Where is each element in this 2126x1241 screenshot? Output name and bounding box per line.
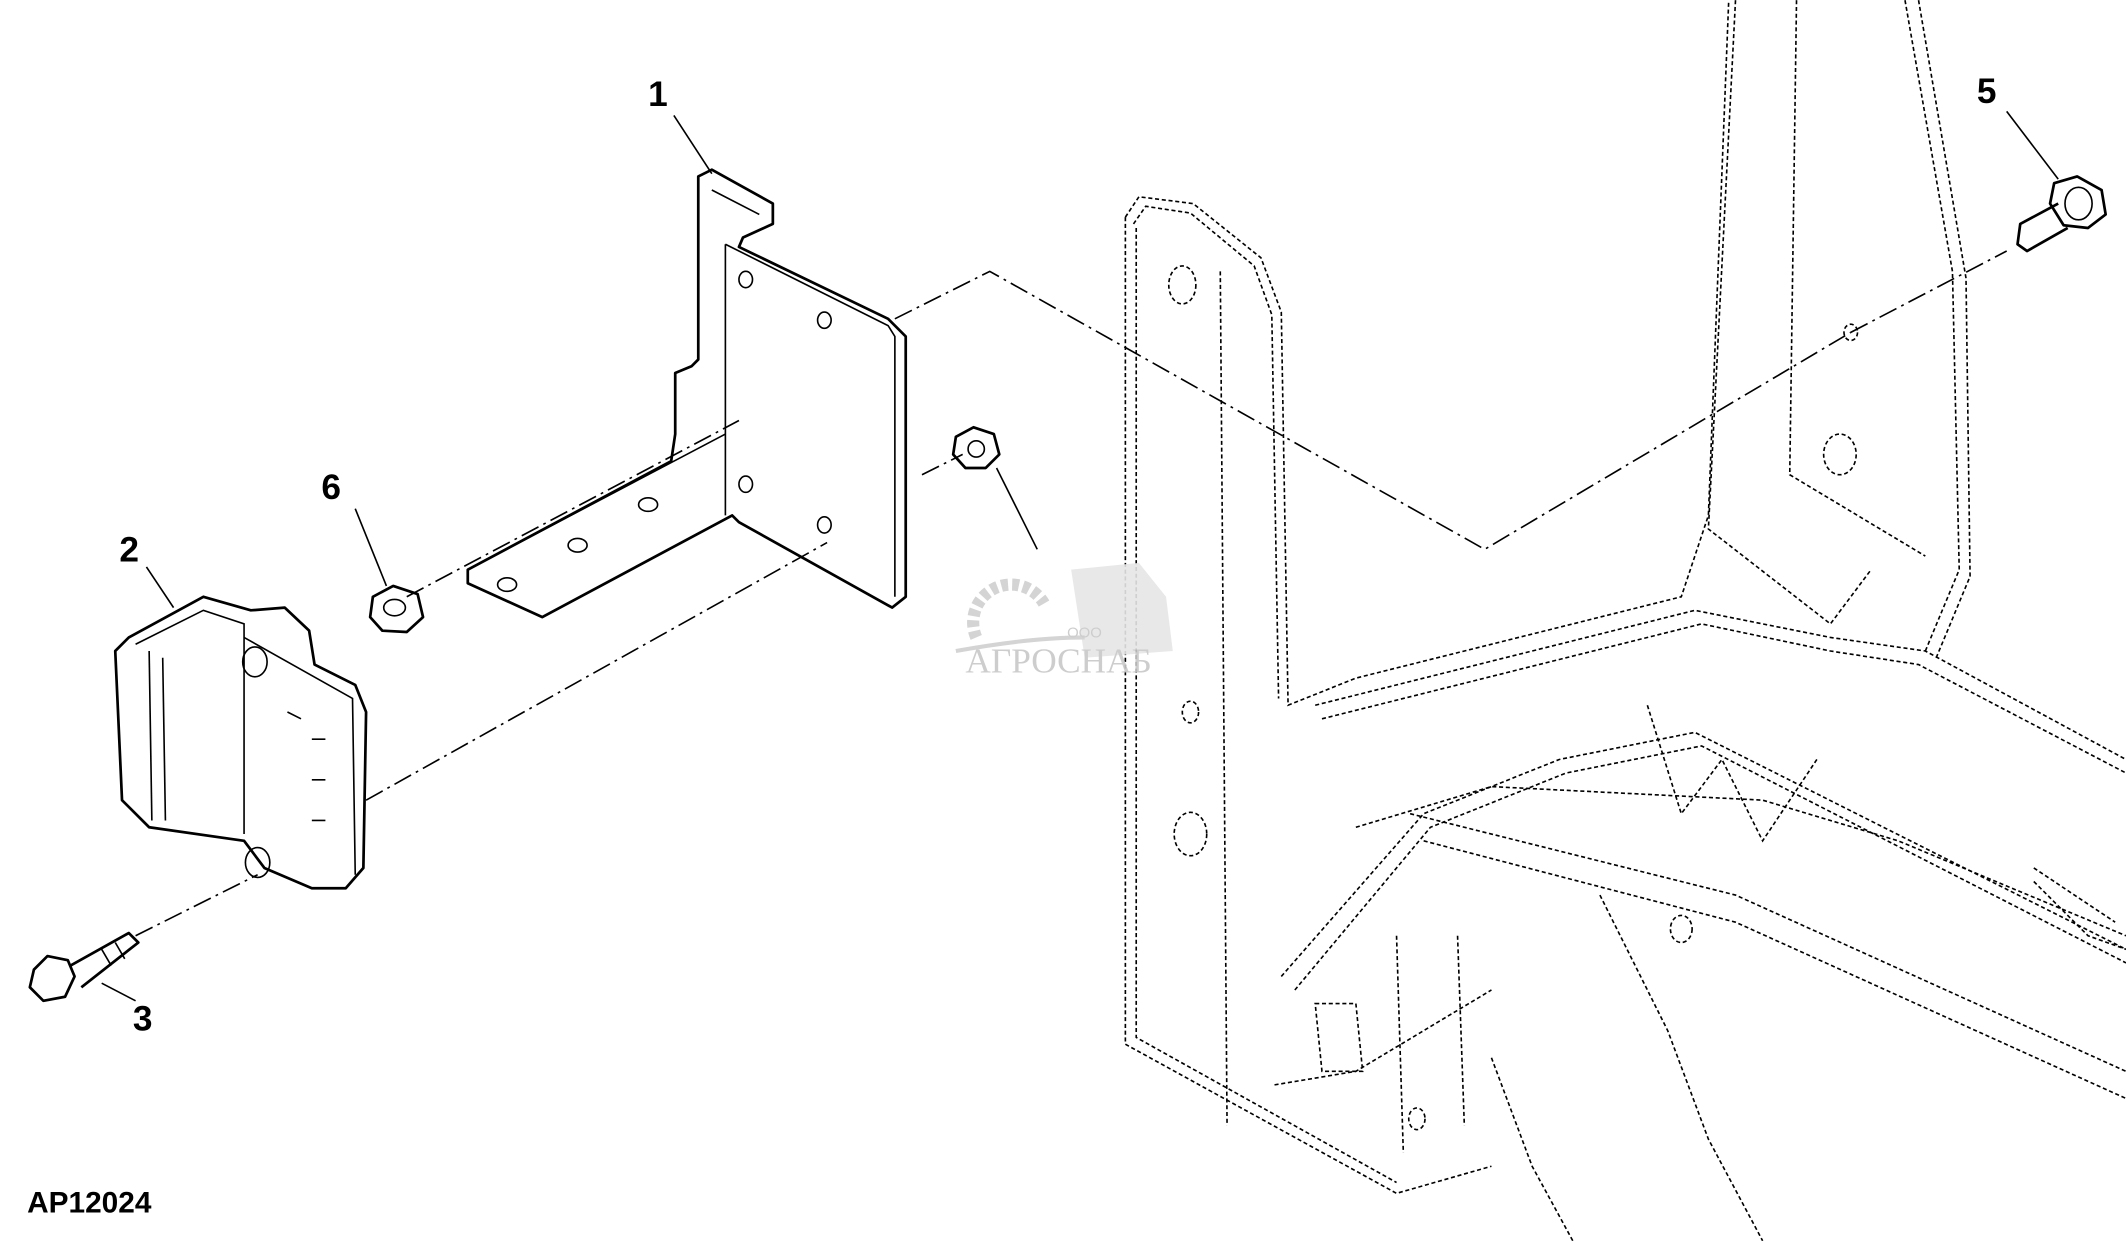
watermark-prefix: ООО <box>1067 625 1102 641</box>
watermark-logo: ООО АГРОСНАБ <box>955 562 1173 681</box>
frame-dashed-outline <box>1124 0 2126 1241</box>
bolt-part-5 <box>2016 175 2108 253</box>
harvester-icon <box>1071 562 1173 658</box>
leader-lines <box>101 110 2059 1002</box>
callout-1: 1 <box>648 75 668 114</box>
gear-icon <box>967 578 1050 640</box>
figure-id: AP12024 <box>27 1186 152 1219</box>
watermark-name: АГРОСНАБ <box>965 642 1151 681</box>
callout-5: 5 <box>1977 72 1997 111</box>
bracket-part-1 <box>466 168 908 619</box>
control-module-part-2 <box>113 595 368 890</box>
nut-part-6 <box>368 584 425 634</box>
callout-2: 2 <box>119 531 139 570</box>
callout-3: 3 <box>133 1000 153 1039</box>
callout-6: 6 <box>321 468 341 507</box>
flange-nut <box>951 425 1001 470</box>
bolt-part-3 <box>28 931 140 1003</box>
